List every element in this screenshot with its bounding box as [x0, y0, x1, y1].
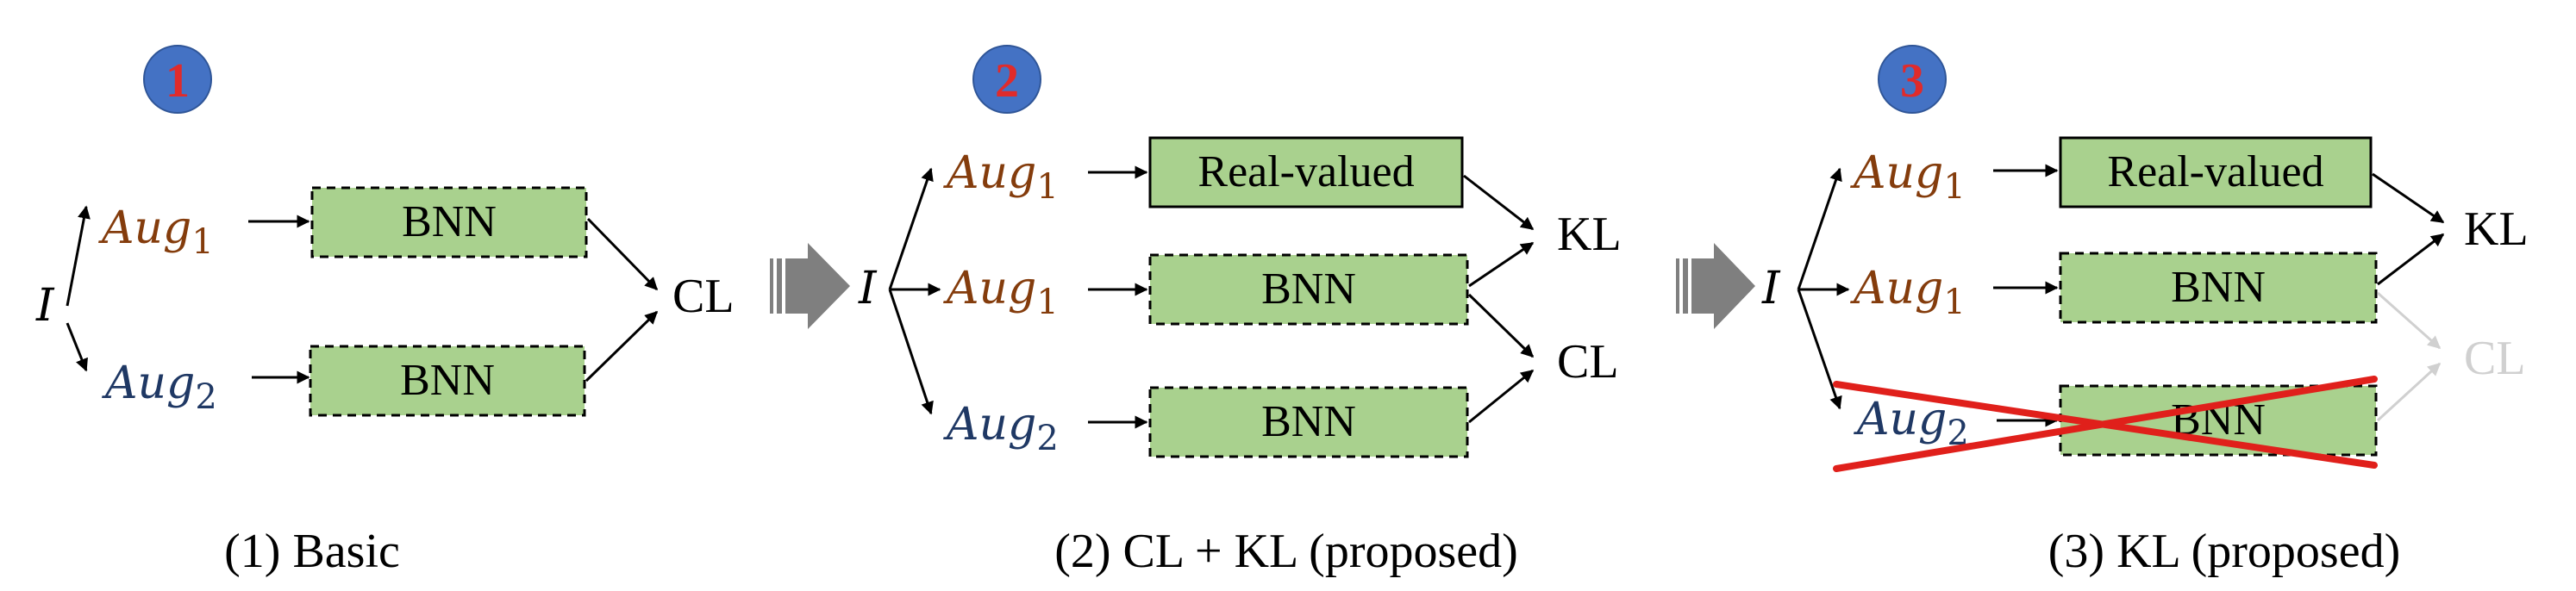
- real-valued-box: Real-valued: [2059, 136, 2373, 208]
- arrow-bnn-bottom-to-cl: [1468, 369, 1535, 424]
- panel-caption: (3) KL (proposed): [2048, 525, 2400, 578]
- bnn-box-bottom: BNN: [309, 345, 586, 417]
- arrow-bnn-mid-to-kl: [2377, 233, 2445, 286]
- arrow-bnn-top-to-cl: [586, 217, 659, 291]
- aug1-label-top: Aug1: [943, 147, 1059, 207]
- arrow-input-to-aug1: [66, 205, 91, 307]
- bnn-box-label: BNN: [2171, 263, 2266, 312]
- kl-loss-label: KL: [1557, 208, 1622, 261]
- cl-loss-label: CL: [1557, 335, 1619, 389]
- step-badge-3: 3: [1878, 45, 1947, 114]
- panel-caption: (1) Basic: [224, 525, 400, 578]
- aug2-label: Aug2: [943, 399, 1059, 458]
- bnn-box-mid: BNN: [2059, 252, 2378, 324]
- arrow-real-to-kl: [2372, 172, 2445, 224]
- aug1-label: Aug1: [98, 202, 214, 262]
- step-badge-number: 3: [1900, 54, 1924, 108]
- cl-loss-label-faded: CL: [2464, 332, 2526, 385]
- bnn-box-top: BNN: [310, 186, 588, 258]
- arrow-input-to-aug2: [66, 322, 88, 372]
- step-badge-number: 1: [166, 54, 190, 108]
- arrow-bnn-bottom-to-cl: [585, 310, 659, 383]
- aug2-label: Aug2: [102, 358, 217, 417]
- aug1-label-mid: Aug1: [1850, 263, 1966, 322]
- arrow-bnn-bottom-to-cl-faded: [2376, 362, 2442, 422]
- arrow-bnn-mid-to-kl: [1468, 241, 1535, 288]
- input-image-label: I: [35, 280, 55, 332]
- bnn-box-label: BNN: [402, 197, 497, 246]
- bnn-box-mid: BNN: [1148, 253, 1469, 326]
- aug1-label-mid: Aug1: [943, 263, 1059, 322]
- aug2-label: Aug2: [1854, 394, 1969, 453]
- bnn-box-label: BNN: [400, 356, 495, 405]
- panel-2: 2 I Aug1 Aug1 Aug2 Real-valued BNN: [858, 45, 1622, 578]
- arrow-input-to-aug1-top: [888, 167, 934, 290]
- transition-arrow-2: [1676, 243, 1755, 329]
- arrow-input-to-aug2: [1797, 289, 1842, 410]
- arrow-input-to-aug2: [888, 289, 934, 415]
- real-valued-box: Real-valued: [1148, 136, 1464, 208]
- panel-caption: (2) CL + KL (proposed): [1054, 525, 1518, 578]
- input-image-label: I: [1761, 263, 1781, 314]
- arrow-real-to-kl: [1463, 174, 1535, 231]
- arrow-input-to-aug1-top: [1797, 167, 1842, 290]
- arrow-bnn-mid-to-cl-faded: [2377, 291, 2442, 350]
- transition-arrow-1: [770, 243, 850, 329]
- panel-1: 1 I Aug1 Aug2 BNN BNN CL: [35, 45, 735, 578]
- step-badge-2: 2: [972, 45, 1041, 114]
- kl-loss-label: KL: [2464, 202, 2529, 256]
- bnn-box-label: BNN: [1261, 397, 1356, 446]
- aug1-label-top: Aug1: [1850, 147, 1966, 207]
- step-badge-number: 2: [995, 54, 1019, 108]
- panel-3: 3 I Aug1 Aug1 Aug2 Real-valued BNN: [1761, 45, 2529, 578]
- real-valued-label: Real-valued: [1197, 147, 1414, 196]
- input-image-label: I: [858, 263, 878, 314]
- real-valued-label: Real-valued: [2107, 147, 2323, 196]
- removal-cross: [1833, 376, 2378, 472]
- bnn-box-bottom: BNN: [1148, 386, 1469, 458]
- bnn-box-label: BNN: [1261, 264, 1356, 314]
- step-badge-1: 1: [143, 45, 212, 114]
- arrow-bnn-mid-to-cl: [1467, 293, 1535, 358]
- cl-loss-label: CL: [672, 270, 735, 323]
